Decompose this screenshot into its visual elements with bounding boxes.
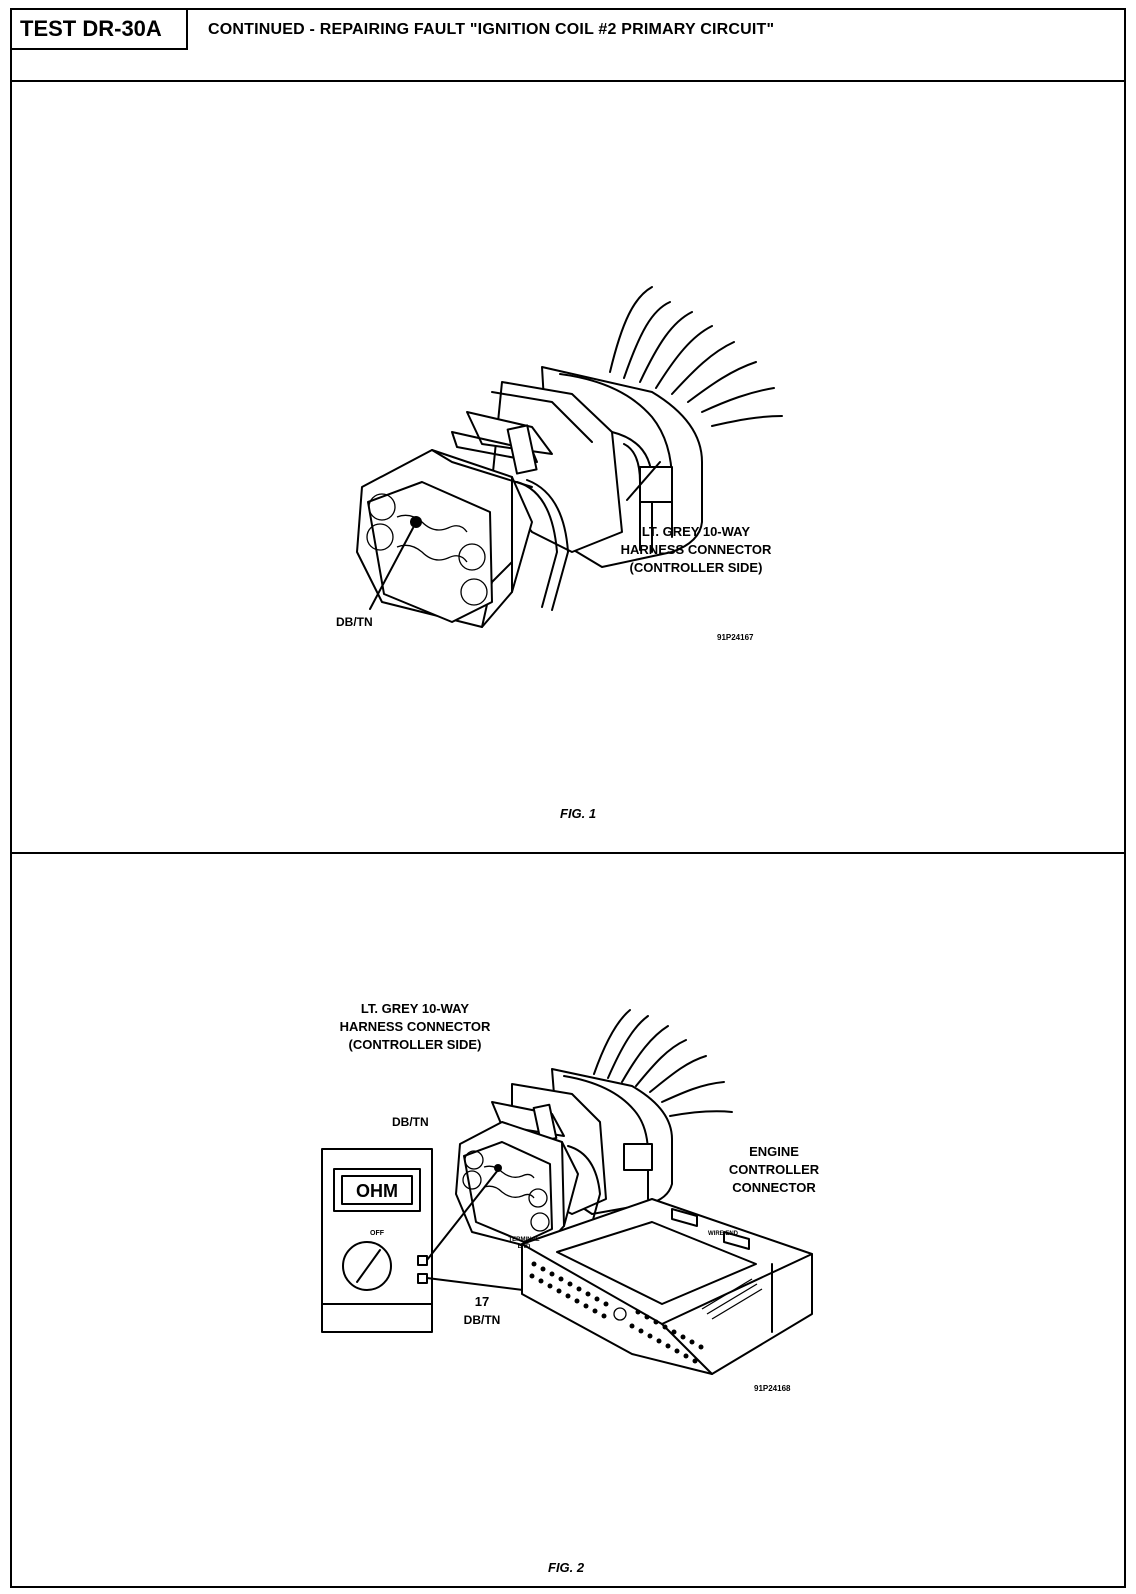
terminal-end-label-line-2: END [518, 1244, 531, 1250]
connector-label-line-3: (CONTROLLER SIDE) [630, 560, 763, 575]
connector-label-line-3: (CONTROLLER SIDE) [349, 1037, 482, 1052]
wire-bundle [593, 1009, 733, 1117]
db-tn-leader [369, 527, 414, 610]
figure-1-panel: LT. GREY 10-WAY HARNESS CONNECTOR (CONTR… [12, 82, 1124, 854]
figure-caption: FIG. 2 [548, 1560, 585, 1575]
figure-1-drawing: LT. GREY 10-WAY HARNESS CONNECTOR (CONTR… [336, 286, 783, 821]
pin-wire-label: DB/TN [464, 1313, 501, 1327]
wire-label: DB/TN [336, 615, 373, 629]
header: TEST DR-30A CONTINUED - REPAIRING FAULT … [12, 10, 1124, 82]
connector-label-line-2: HARNESS CONNECTOR [621, 542, 772, 557]
meter-display: OHM [356, 1181, 398, 1201]
probe-lead-1 [426, 1169, 499, 1261]
part-number: 91P24167 [717, 633, 754, 642]
connector-ribs [701, 1278, 763, 1320]
harness-connector-10-way [455, 1068, 673, 1251]
connector-label-line-1: LT. GREY 10-WAY [642, 524, 750, 539]
figure-2-panel: OHM OFF [12, 854, 1124, 1586]
pin-number: 17 [475, 1294, 489, 1309]
connector-label-line-1: LT. GREY 10-WAY [361, 1001, 469, 1016]
connector-leader [626, 461, 661, 501]
connector-pins [529, 1261, 704, 1364]
ohmmeter: OHM OFF [321, 1148, 433, 1333]
engine-label-line-2: CONTROLLER [729, 1162, 820, 1177]
probe-lead-2 [426, 1277, 540, 1293]
connector-label-line-2: HARNESS CONNECTOR [340, 1019, 491, 1034]
figure-caption: FIG. 1 [560, 806, 596, 821]
page-title: CONTINUED - REPAIRING FAULT "IGNITION CO… [208, 21, 775, 38]
page-frame: TEST DR-30A CONTINUED - REPAIRING FAULT … [10, 8, 1126, 1588]
engine-controller-connector [521, 1198, 813, 1375]
db-tn-terminal [410, 516, 422, 528]
figure-2-drawing: OHM OFF [321, 1001, 820, 1575]
part-number: 91P24168 [754, 1384, 791, 1393]
wire-bundle [609, 286, 783, 427]
meter-dial-label: OFF [370, 1230, 385, 1237]
harness-connector-10-way [356, 366, 703, 628]
wire-label-top: DB/TN [392, 1115, 429, 1129]
engine-label-line-1: ENGINE [749, 1144, 799, 1159]
engine-label-line-3: CONNECTOR [732, 1180, 816, 1195]
test-id-label: TEST DR-30A [12, 10, 188, 50]
wire-end-label: WIRE END [708, 1231, 739, 1237]
terminal-end-label-line-1: TERMINAL [509, 1237, 540, 1243]
